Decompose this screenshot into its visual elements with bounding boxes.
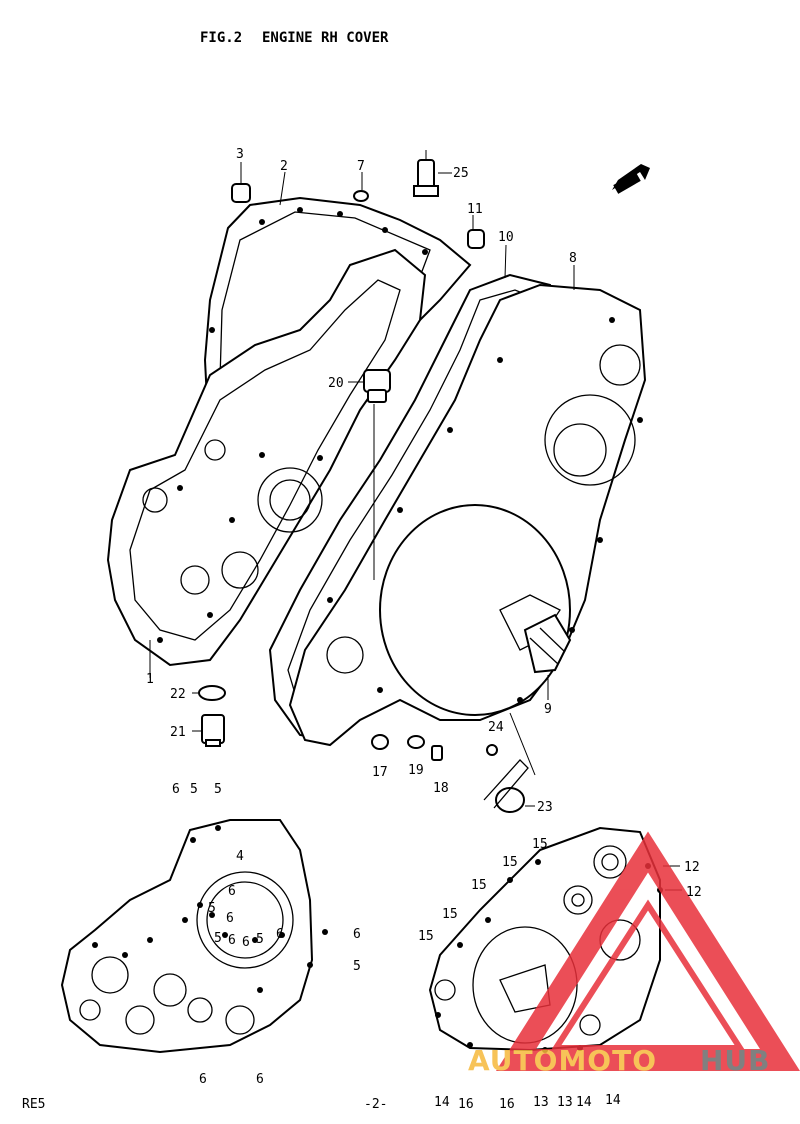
callout-l6i: 6 (256, 1072, 264, 1087)
callout-25: 25 (453, 166, 469, 181)
callout-10: 10 (498, 230, 514, 245)
figure-number: FIG.2 (200, 30, 242, 46)
callout-r15b: 15 (502, 855, 518, 870)
callout-22: 22 (170, 687, 186, 702)
callout-l6e: 6 (242, 935, 250, 950)
callout-24: 24 (488, 720, 504, 735)
callout-19: 19 (408, 763, 424, 778)
callout-l5b: 5 (214, 782, 222, 797)
callout-3: 3 (236, 147, 244, 162)
brand-watermark: AUTOMOTO HUB (468, 831, 800, 1077)
callout-2: 2 (280, 159, 288, 174)
callout-labels: 3 2 7 25 11 10 8 20 1 22 21 17 19 18 24 … (146, 147, 702, 1112)
callout-11: 11 (467, 202, 483, 217)
callout-r15c: 15 (471, 878, 487, 893)
watermark-brand-b: HUB (700, 1044, 771, 1077)
page-number: -2- (364, 1097, 387, 1112)
callout-b16a: 16 (458, 1097, 474, 1112)
sensor-switch (413, 150, 439, 197)
callout-l6f: 6 (276, 927, 284, 942)
callout-1: 1 (146, 672, 154, 687)
callout-23: 23 (537, 800, 553, 815)
callout-b13a: 13 (533, 1095, 549, 1110)
leader-lines (149, 162, 575, 807)
callout-l6a: 6 (172, 782, 180, 797)
callout-l6g: 6 (353, 927, 361, 942)
callout-l5a: 5 (190, 782, 198, 797)
warning-triangle-icon (495, 831, 800, 1071)
callout-r12a: 12 (684, 860, 700, 875)
callout-18: 18 (433, 781, 449, 796)
callout-l4: 4 (236, 849, 244, 864)
callout-17: 17 (372, 765, 388, 780)
callout-20: 20 (328, 376, 344, 391)
watermark-brand-a: AUTOMOTO (468, 1044, 657, 1077)
inspection-cap (523, 613, 572, 674)
callout-8: 8 (569, 251, 577, 266)
footer-code: RE5 (22, 1097, 45, 1112)
callout-l6b: 6 (228, 884, 236, 899)
callout-r15d: 15 (442, 907, 458, 922)
callout-l6c: 6 (226, 911, 234, 926)
callout-l5f: 5 (353, 959, 361, 974)
lower-left-view (60, 819, 328, 1054)
callout-b16b: 16 (499, 1097, 515, 1112)
main-assembly (106, 150, 647, 813)
oil-filler-cap (363, 369, 391, 580)
callout-l6h: 6 (199, 1072, 207, 1087)
figure-title: ENGINE RH COVER (262, 30, 389, 46)
callout-l5e: 5 (256, 932, 264, 947)
callout-b14c: 14 (605, 1093, 621, 1108)
callout-9: 9 (544, 702, 552, 717)
callout-b14a: 14 (434, 1095, 450, 1110)
front-direction-arrow-icon (612, 164, 650, 194)
callout-r15e: 15 (418, 929, 434, 944)
callout-r12b: 12 (686, 885, 702, 900)
callout-b14b: 14 (576, 1095, 592, 1110)
callout-b13b: 13 (557, 1095, 573, 1110)
callout-l5d: 5 (214, 931, 222, 946)
callout-7: 7 (357, 159, 365, 174)
engine-case (106, 248, 427, 667)
callout-l5c: 5 (208, 901, 216, 916)
callout-l6d: 6 (228, 933, 236, 948)
callout-r15a: 15 (532, 837, 548, 852)
callout-21: 21 (170, 725, 186, 740)
